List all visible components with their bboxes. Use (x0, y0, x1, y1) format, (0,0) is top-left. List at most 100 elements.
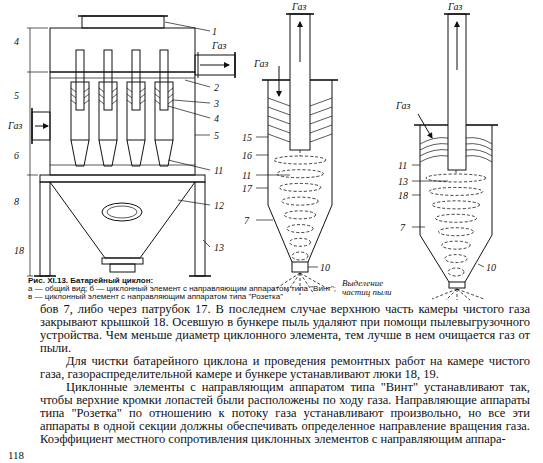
battery-cyclone-view-part (110, 264, 135, 272)
callout-number: 13 (398, 176, 408, 187)
body-paragraph: бов 7, либо через патрубок 17. В последн… (40, 303, 530, 355)
gas-spiral-part (289, 238, 310, 246)
screw-vanes-part (268, 116, 290, 124)
callout-number: 18 (398, 190, 408, 201)
rosette-cyclone-element-part (492, 125, 493, 235)
cyclone-elements-part (168, 88, 173, 92)
callout-number: 15 (242, 132, 252, 143)
battery-cyclone-view-part (30, 28, 31, 276)
flow-label: Газ (212, 40, 226, 51)
dust-spray-part (457, 289, 470, 300)
battery-cyclone-view-part (40, 182, 50, 276)
callout-number: 12 (214, 200, 224, 211)
battery-cyclone-view-part (195, 182, 205, 276)
rosette-cyclone-element-part (412, 181, 448, 182)
screw-cyclone-element-part (292, 262, 308, 272)
section-mark: 5 (14, 90, 19, 101)
dust-spray-part (446, 289, 457, 300)
rosette-cyclone-element-part (412, 227, 425, 228)
callout-number: 1 (212, 26, 217, 37)
gas-spiral-part (445, 255, 467, 263)
cyclone-elements-part (112, 94, 117, 98)
battery-cyclone-view (27, 16, 235, 276)
cyclone-elements-part (112, 88, 117, 92)
flow-note: Выделение частиц пыли (342, 279, 404, 297)
dust-spray-part (457, 289, 458, 300)
rosette-vanes-part (420, 150, 448, 156)
battery-cyclone-view-part (203, 240, 210, 247)
cyclone-elements-part (84, 94, 89, 98)
cyclone-elements-part (132, 50, 140, 110)
cyclone-elements-part (155, 94, 160, 98)
cyclone-elements-part (71, 140, 89, 166)
cyclone-elements-part (99, 88, 104, 92)
screw-cyclone-element-part (256, 137, 268, 138)
callout-number: 16 (242, 150, 252, 161)
screw-vanes-part (310, 98, 332, 106)
rosette-vanes-part (466, 138, 492, 144)
flow-label: Газ (8, 120, 22, 131)
cyclone-elements-part (104, 50, 112, 110)
section-mark: 6 (14, 150, 19, 161)
section-mark: 8 (14, 196, 19, 207)
battery-cyclone-view-part (50, 78, 195, 79)
callout-number: 3 (214, 98, 219, 109)
callout-number: 10 (320, 262, 330, 273)
screw-cyclone-element-part (256, 155, 268, 156)
battery-cyclone-view-part (198, 52, 199, 78)
cyclone-elements-part (76, 50, 84, 110)
rosette-cyclone-element (412, 14, 498, 300)
rosette-cyclone-element-part (466, 124, 498, 126)
battery-cyclone-view-part (234, 52, 236, 78)
cyclone-elements-part (155, 100, 160, 104)
rosette-vanes-part (466, 150, 492, 156)
battery-cyclone-view-part (168, 106, 210, 118)
screw-vanes (268, 98, 332, 142)
cyclone-elements-part (99, 100, 104, 104)
dust-spray (432, 289, 484, 300)
dust-spray-part (432, 289, 457, 299)
cyclone-elements-part (127, 94, 132, 98)
rosette-vanes-part (466, 156, 492, 162)
cyclone-elements-part (127, 100, 132, 104)
battery-cyclone-view-part (185, 80, 210, 87)
battery-cyclone-view-part (50, 28, 195, 72)
cyclone-elements-part (99, 94, 104, 98)
battery-cyclone-view-part (27, 72, 48, 73)
rosette-cyclone-element-part (420, 235, 492, 282)
battery-cyclone-view-part (27, 28, 48, 29)
cyclone-elements-part (99, 140, 117, 166)
screw-cyclone-element (256, 14, 338, 295)
rosette-vanes (420, 138, 492, 162)
callout-number: 10 (486, 262, 496, 273)
screw-vanes-part (268, 107, 290, 115)
gas-spiral-part (292, 252, 308, 260)
cyclone-elements-part (71, 94, 76, 98)
gas-spiral-part (429, 187, 483, 195)
battery-cyclone-view-part (32, 112, 50, 140)
rosette-cyclone-element-part (448, 14, 466, 170)
callout-number: 11 (242, 170, 251, 181)
screw-vanes-part (268, 98, 290, 106)
battery-cyclone-view-part (165, 22, 210, 31)
screw-cyclone-element-part (279, 66, 280, 96)
battery-cyclone-view-part (50, 165, 195, 166)
callout-number: 4 (214, 113, 219, 124)
cyclone-elements-part (127, 82, 145, 140)
screw-vanes-part (268, 125, 290, 133)
callout-number: 17 (242, 183, 252, 194)
cyclone-elements-part (168, 94, 173, 98)
rosette-vanes-part (420, 156, 448, 162)
callout-number: 2 (214, 82, 219, 93)
cyclone-elements-part (71, 100, 76, 104)
battery-cyclone-view-part (173, 100, 210, 103)
battery-cyclone-view-part (102, 258, 143, 264)
screw-vanes-part (268, 134, 290, 142)
rosette-vanes-part (420, 144, 448, 150)
gas-spiral-part (279, 183, 321, 191)
rosette-cyclone-element-part (414, 124, 448, 126)
battery-cyclone-view-part (200, 65, 229, 66)
cyclone-elements-part (140, 94, 145, 98)
screw-cyclone-element-part (268, 80, 269, 205)
flow-label: Газ (396, 100, 410, 111)
